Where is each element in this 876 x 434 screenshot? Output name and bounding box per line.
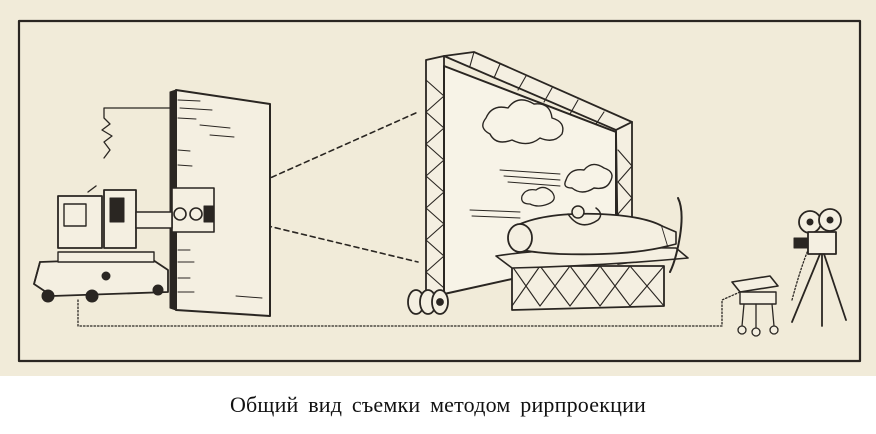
figure-caption: Общий вид съемки методом рирпроекции xyxy=(229,392,647,417)
illustration xyxy=(0,0,876,376)
airplane-mockup-icon xyxy=(495,197,689,311)
sync-cable-camera xyxy=(791,249,809,301)
rear-projector-icon xyxy=(57,185,215,249)
sync-motor-cart xyxy=(731,275,779,337)
brick-wall-icon xyxy=(169,89,271,317)
film-camera-icon xyxy=(793,208,842,255)
projector-dolly-icon xyxy=(33,251,169,303)
sync-cable-icon xyxy=(77,291,741,327)
picture-frame xyxy=(17,19,862,363)
screen-wheels xyxy=(407,289,449,315)
camera-tripod-icon xyxy=(791,253,847,327)
power-cable xyxy=(101,107,177,159)
